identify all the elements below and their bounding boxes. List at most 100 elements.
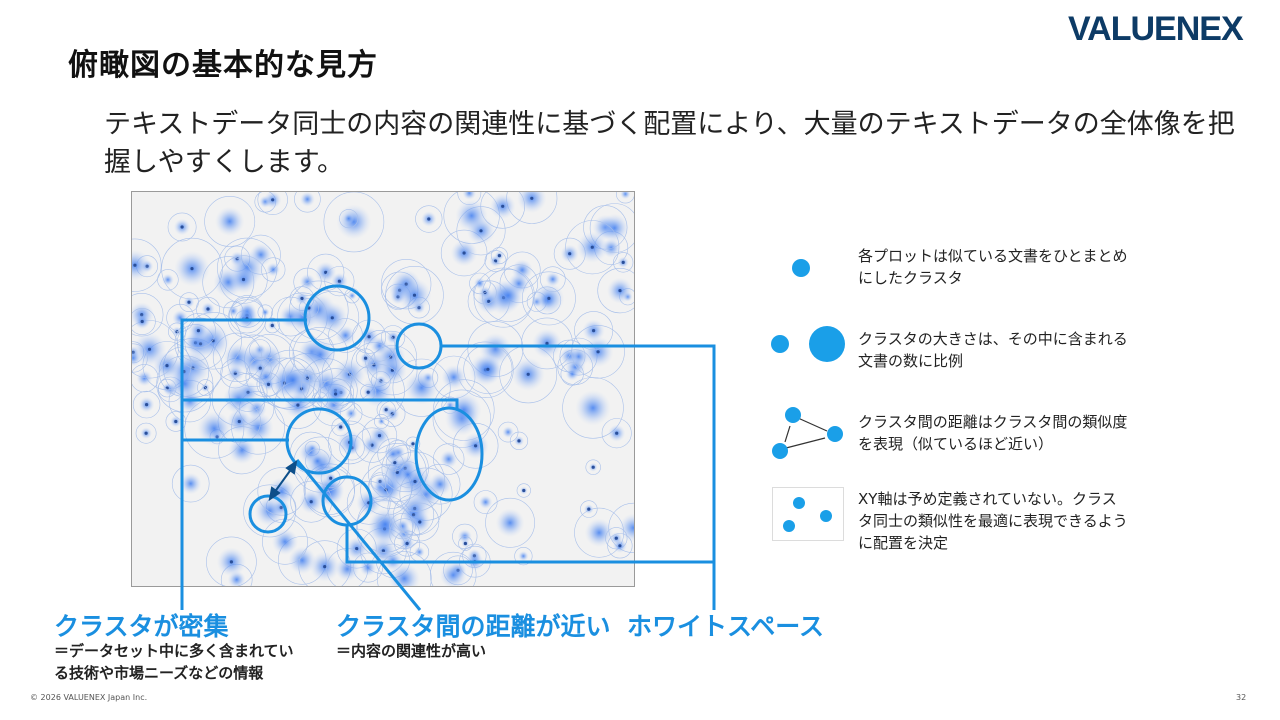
contour-ring: [565, 220, 620, 275]
callout-dense-description-line: る技術や市場ニーズなどの情報: [54, 664, 264, 682]
cluster-blob: [132, 349, 142, 367]
contour-ring: [261, 257, 286, 282]
cluster-blob: [261, 307, 270, 317]
cluster-blob: [196, 411, 232, 446]
cluster-dot: [233, 371, 237, 375]
cluster-dot: [165, 386, 169, 390]
contour-ring: [166, 303, 195, 332]
cluster-blob: [502, 426, 514, 438]
cluster-dot: [621, 260, 625, 264]
cluster-dot: [271, 198, 275, 202]
cluster-blob: [404, 370, 439, 405]
cluster-dot: [474, 444, 478, 448]
cluster-blob: [136, 370, 153, 387]
cluster-dot: [147, 347, 152, 351]
cluster-blob: [304, 338, 337, 371]
contour-ring: [480, 192, 525, 229]
cluster-blob: [478, 495, 493, 509]
contour-ring: [219, 255, 268, 304]
contour-ring: [373, 413, 389, 429]
cluster-dot: [390, 368, 394, 372]
cluster-dot: [592, 329, 596, 333]
cluster-dot: [479, 229, 483, 233]
cluster-dot: [330, 316, 334, 320]
copyright-footer: © 2026 VALUENEX Japan Inc.: [30, 693, 148, 702]
cluster-dot: [377, 434, 382, 438]
cluster-dot: [174, 419, 178, 424]
cluster-dot: [618, 544, 622, 548]
cluster-blob: [565, 367, 579, 381]
cluster-blob: [575, 390, 611, 426]
cluster-dot: [241, 277, 246, 282]
cluster-dot: [487, 299, 491, 303]
cluster-dot: [324, 270, 328, 274]
callout-whitespace-label: ホワイトスペース: [627, 612, 825, 641]
cluster-dot: [187, 300, 191, 304]
callout-distance-description: ＝内容の関連性が高い: [336, 642, 487, 660]
cluster-dot: [300, 296, 304, 301]
contour-ring: [481, 269, 535, 322]
contour-ring: [490, 247, 508, 265]
contour-ring: [589, 203, 634, 253]
cluster-dot: [413, 479, 417, 484]
cluster-blob: [179, 472, 202, 495]
cluster-blob: [310, 454, 325, 469]
contour-ring: [132, 308, 156, 335]
legend-text-distance: クラスタ間の距離はクラスタ間の類似度を表現（似ているほど近い）: [858, 413, 1128, 453]
cluster-blob: [343, 213, 355, 224]
contour-ring: [132, 238, 162, 292]
cluster-blob: [223, 383, 255, 415]
cluster-blob: [161, 273, 174, 286]
cluster-blob: [445, 392, 482, 428]
single-cluster-icon: [760, 240, 870, 300]
landscape-map: [131, 191, 635, 587]
contour-ring: [204, 195, 256, 247]
cluster-blob: [335, 556, 360, 582]
cluster-blob: [172, 309, 189, 326]
contour-ring: [415, 205, 443, 233]
cluster-blob: [168, 367, 202, 401]
cluster-dot: [364, 356, 368, 360]
cluster-dot: [196, 329, 200, 333]
cluster-blob: [132, 249, 151, 281]
cluster-dot: [497, 254, 501, 258]
cluster-dot: [615, 431, 619, 435]
cluster-dot: [367, 335, 371, 339]
cluster-dot: [133, 263, 137, 267]
cluster-blob: [267, 477, 296, 506]
callout-distance-label: クラスタ間の距離が近い: [336, 612, 611, 641]
cluster-dot: [587, 507, 591, 511]
cluster-blob: [545, 271, 561, 287]
cluster-dot: [366, 390, 370, 394]
cluster-dot: [530, 196, 534, 200]
cluster-dot: [590, 245, 594, 249]
cluster-blob: [266, 262, 281, 277]
slide-title: 俯瞰図の基本的な見方: [68, 48, 378, 83]
cluster-blob: [336, 204, 372, 240]
legend-text-cluster: 各プロットは似ている文書をひとまとめにしたクラスタ: [858, 247, 1128, 287]
cluster-dot: [591, 465, 595, 469]
cluster-distance-icon: [760, 400, 870, 470]
callout-dense-label: クラスタが密集: [54, 612, 229, 641]
cluster-dot: [418, 520, 422, 524]
contour-ring: [132, 390, 161, 419]
callout-dense-description: ＝データセット中に多く含まれてい る技術や市場ニーズなどの情報: [54, 640, 294, 684]
cluster-dot: [329, 476, 333, 480]
cluster-dot: [165, 364, 169, 368]
cluster-blob: [413, 546, 425, 558]
cluster-blob: [518, 550, 529, 562]
cluster-dot: [348, 440, 352, 444]
cluster-blob: [462, 192, 477, 200]
contour-ring: [613, 252, 634, 273]
cluster-dot: [493, 259, 498, 263]
cluster-blob: [473, 277, 486, 290]
cluster-dot: [517, 439, 521, 443]
cluster-dot: [309, 500, 313, 504]
cluster-dot: [427, 217, 431, 221]
contour-ring: [469, 272, 491, 295]
cluster-blob: [620, 192, 631, 200]
cluster-dot: [140, 319, 144, 324]
legend-text-size: クラスタの大きさは、その中に含まれる文書の数に比例: [858, 330, 1128, 370]
cluster-dot: [522, 488, 526, 493]
contour-ring: [132, 343, 148, 373]
